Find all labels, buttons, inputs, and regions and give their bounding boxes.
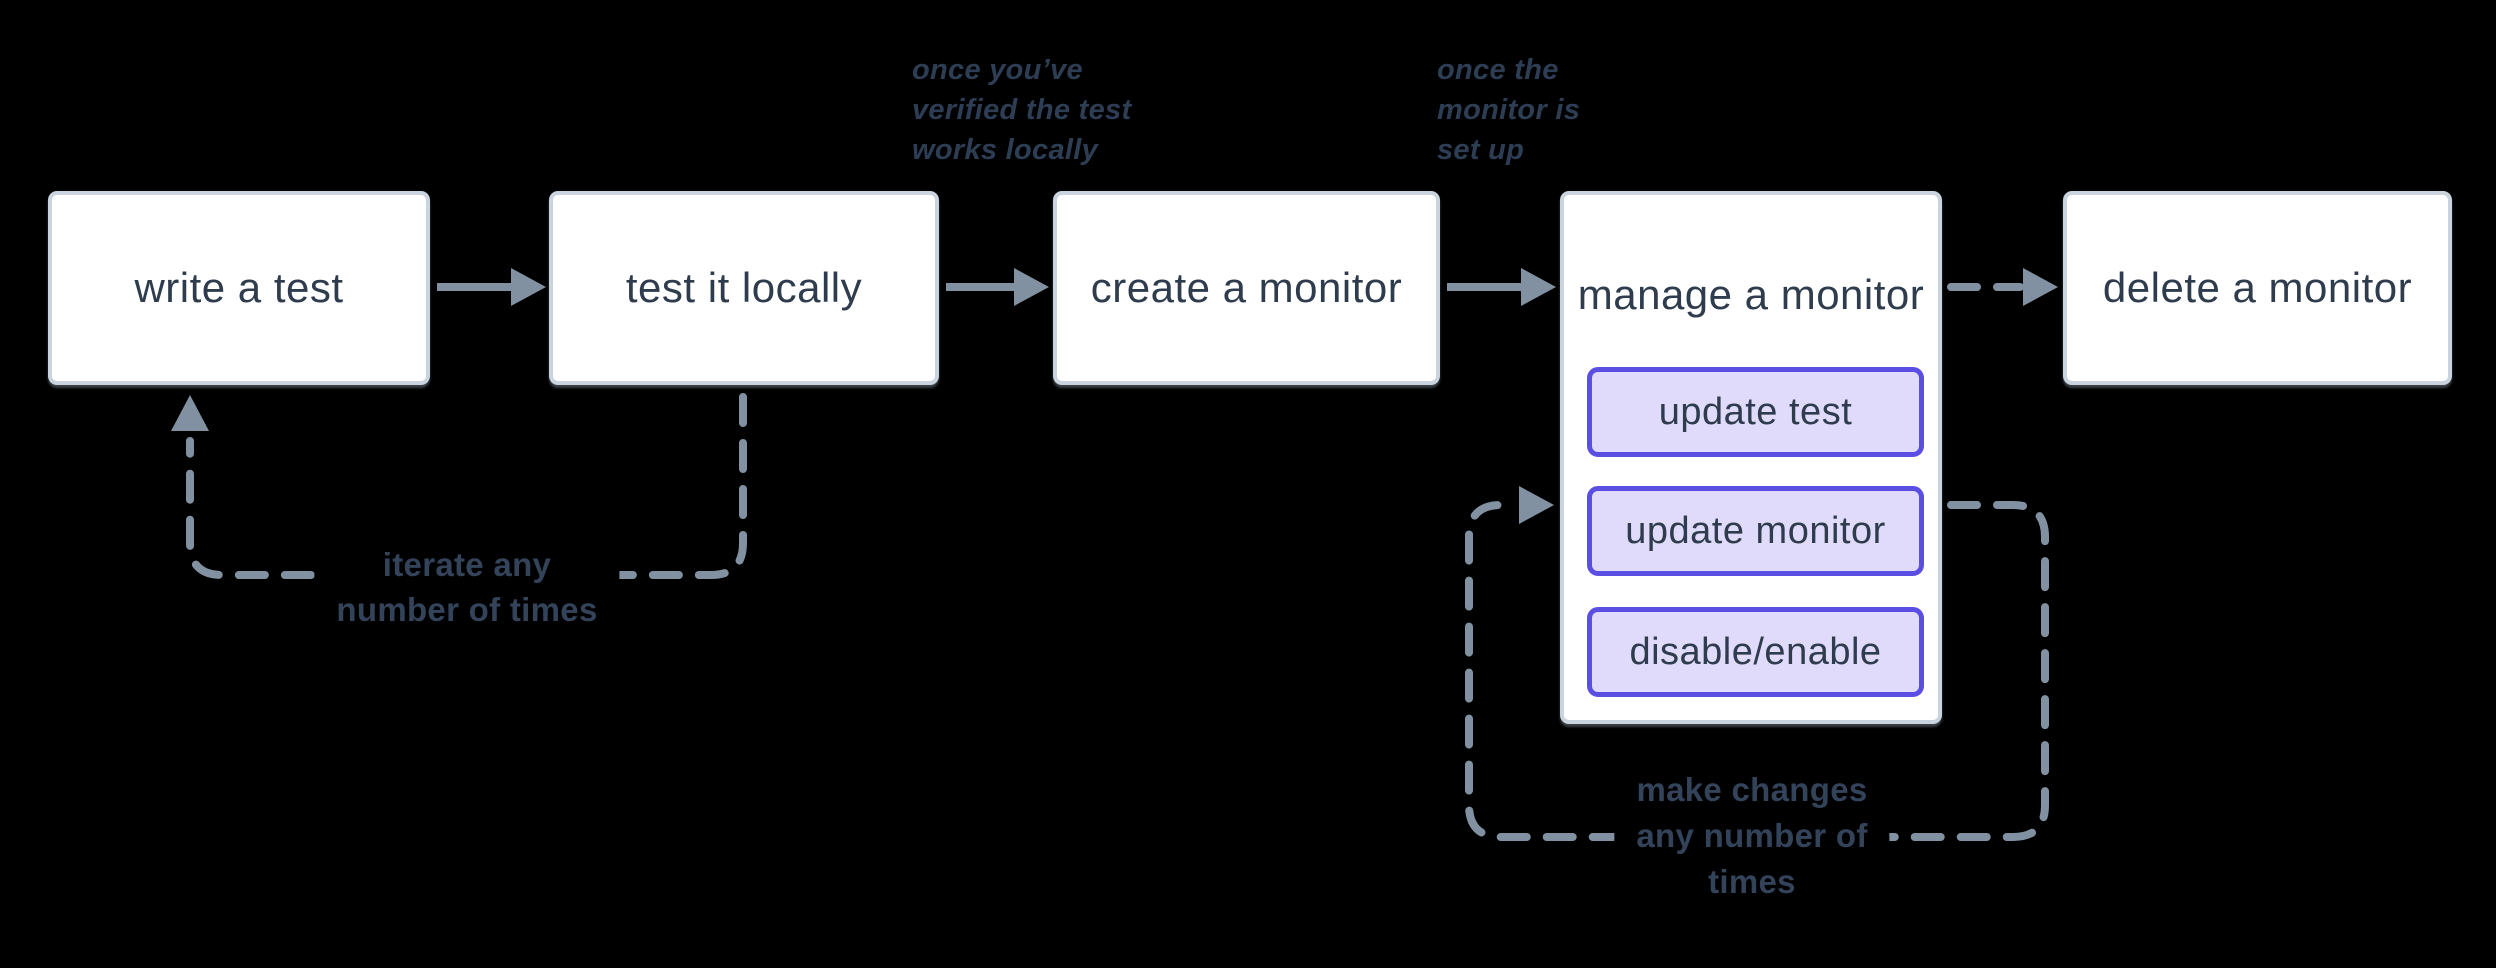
annotation-monitor-set-up: once the monitor is set up bbox=[1437, 50, 1580, 170]
node-manage-a-monitor: manage a monitor update test update moni… bbox=[1560, 191, 1942, 724]
node-label: manage a monitor bbox=[1577, 271, 1925, 318]
arrow-write-to-test bbox=[437, 268, 546, 306]
annotation-line: works locally bbox=[912, 134, 1099, 166]
node-label: test it locally bbox=[625, 264, 863, 311]
annotation-line: once the bbox=[1437, 54, 1559, 86]
action-label: update test bbox=[1658, 390, 1853, 433]
action-update-monitor: update monitor bbox=[1587, 486, 1924, 576]
annotation-line: set up bbox=[1437, 134, 1525, 166]
arrow-create-to-manage bbox=[1447, 268, 1556, 306]
node-delete-a-monitor: delete a monitor bbox=[2063, 191, 2452, 385]
loop-label-line: make changes bbox=[1636, 771, 1868, 808]
iterate-loop-label: iterate any number of times bbox=[314, 542, 620, 632]
node-label: create a monitor bbox=[1090, 264, 1403, 311]
arrow-manage-to-delete bbox=[1947, 268, 2058, 306]
action-update-test: update test bbox=[1587, 367, 1924, 457]
annotation-line: once you’ve bbox=[912, 54, 1083, 86]
loop-label-line: number of times bbox=[336, 591, 598, 628]
loop-label-line: iterate any bbox=[382, 546, 552, 583]
node-test-it-locally: test it locally bbox=[549, 191, 939, 385]
annotation-verified-locally: once you’ve verified the test works loca… bbox=[912, 50, 1131, 170]
arrow-test-to-create bbox=[946, 268, 1049, 306]
node-write-a-test: write a test bbox=[48, 191, 430, 385]
action-label: update monitor bbox=[1625, 509, 1886, 552]
loop-label-line: any number of bbox=[1636, 817, 1868, 854]
make-changes-loop-label: make changes any number of times bbox=[1614, 767, 1890, 905]
node-create-a-monitor: create a monitor bbox=[1053, 191, 1440, 385]
action-label: disable/enable bbox=[1629, 630, 1882, 673]
action-disable-enable: disable/enable bbox=[1587, 607, 1924, 697]
annotation-line: verified the test bbox=[912, 94, 1132, 126]
node-label: write a test bbox=[134, 264, 344, 311]
annotation-line: monitor is bbox=[1437, 94, 1581, 126]
node-label: delete a monitor bbox=[2102, 264, 2413, 311]
loop-label-line: times bbox=[1708, 863, 1796, 900]
